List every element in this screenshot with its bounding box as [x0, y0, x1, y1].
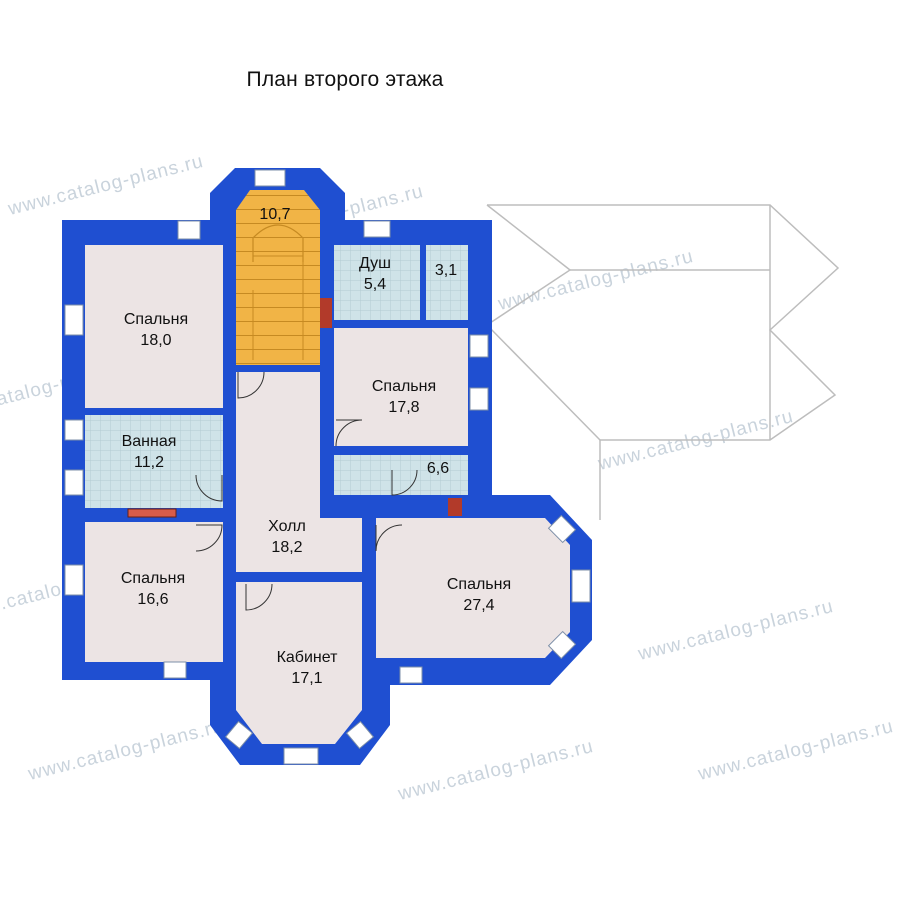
room-area-wc: 3,1: [435, 262, 457, 279]
window: [64, 419, 84, 441]
door-swing: [391, 469, 418, 496]
bedroom-se-floor: [376, 518, 570, 658]
stair-arrow: [252, 255, 304, 360]
room-area-bedroom-sw: 16,6: [137, 591, 168, 608]
room-area-stairs: 10,7: [259, 206, 290, 223]
window: [64, 469, 84, 496]
watermark: www.catalog-plans.ru: [635, 596, 836, 665]
room-area-bedroom-ne: 17,8: [388, 399, 419, 416]
window: [547, 514, 577, 544]
door-swing: [195, 524, 223, 552]
watermark: www.catalog-plans.ru: [395, 736, 596, 805]
windows: [64, 169, 591, 765]
hall-floor: [236, 372, 362, 572]
room-area-bedroom-se: 27,4: [463, 597, 494, 614]
room-name-bedroom-se: Спальня: [447, 576, 511, 593]
room-name-study: Кабинет: [277, 649, 339, 666]
bathroom-floor: [85, 415, 223, 508]
door-swing: [237, 371, 265, 399]
door-swing: [195, 474, 223, 502]
watermark: www.catalog-plans.ru: [495, 246, 696, 315]
room-area-bedroom-nw: 18,0: [140, 332, 171, 349]
room-labels: Спальня 18,0 Ванная 11,2 Спальня 16,6 10…: [121, 206, 511, 687]
window: [224, 720, 254, 750]
window: [399, 666, 423, 684]
vent: [320, 298, 332, 328]
radiator: [127, 508, 177, 518]
bedroom-ne-floor: [334, 328, 468, 446]
room-name-bedroom-sw: Спальня: [121, 570, 185, 587]
room-area-storage: 6,6: [427, 460, 449, 477]
window: [571, 569, 591, 603]
window: [64, 304, 84, 336]
shower-floor: [334, 245, 420, 320]
roof-outline: [486, 204, 840, 520]
window: [254, 169, 286, 187]
window: [345, 720, 375, 750]
doors: [195, 371, 418, 611]
bedroom-nw-floor: [85, 245, 223, 408]
room-name-bedroom-ne: Спальня: [372, 378, 436, 395]
window: [469, 334, 489, 358]
room-name-bedroom-nw: Спальня: [124, 311, 188, 328]
room-area-bathroom: 11,2: [134, 454, 164, 471]
window: [163, 661, 187, 679]
room-area-hall: 18,2: [271, 539, 302, 556]
room-name-bathroom: Ванная: [122, 433, 177, 450]
fixtures: [127, 298, 462, 518]
wc-floor: [426, 245, 468, 320]
study-floor: [236, 582, 362, 744]
plan-title: План второго этажа: [246, 68, 444, 91]
window: [363, 220, 391, 238]
room-area-shower: 5,4: [364, 276, 386, 293]
watermark: www.catalog-plans.ru: [695, 716, 896, 785]
rooms: [85, 190, 570, 744]
window: [547, 630, 577, 660]
window: [177, 220, 201, 240]
watermark: www.catalog-plans.ru: [5, 151, 206, 220]
door-swing: [335, 419, 363, 447]
door-swing: [245, 583, 273, 611]
bedroom-sw-floor: [85, 522, 223, 662]
window: [64, 564, 84, 596]
window: [469, 387, 489, 411]
stair-landing: [252, 224, 304, 262]
room-name-shower: Душ: [359, 255, 391, 272]
watermark: www.catalog-plans.ru: [25, 716, 226, 785]
room-area-study: 17,1: [291, 670, 322, 687]
vent: [448, 498, 462, 516]
room-name-hall: Холл: [268, 518, 306, 535]
storage-floor: [334, 455, 468, 495]
door-swing: [375, 524, 403, 552]
window: [283, 747, 319, 765]
